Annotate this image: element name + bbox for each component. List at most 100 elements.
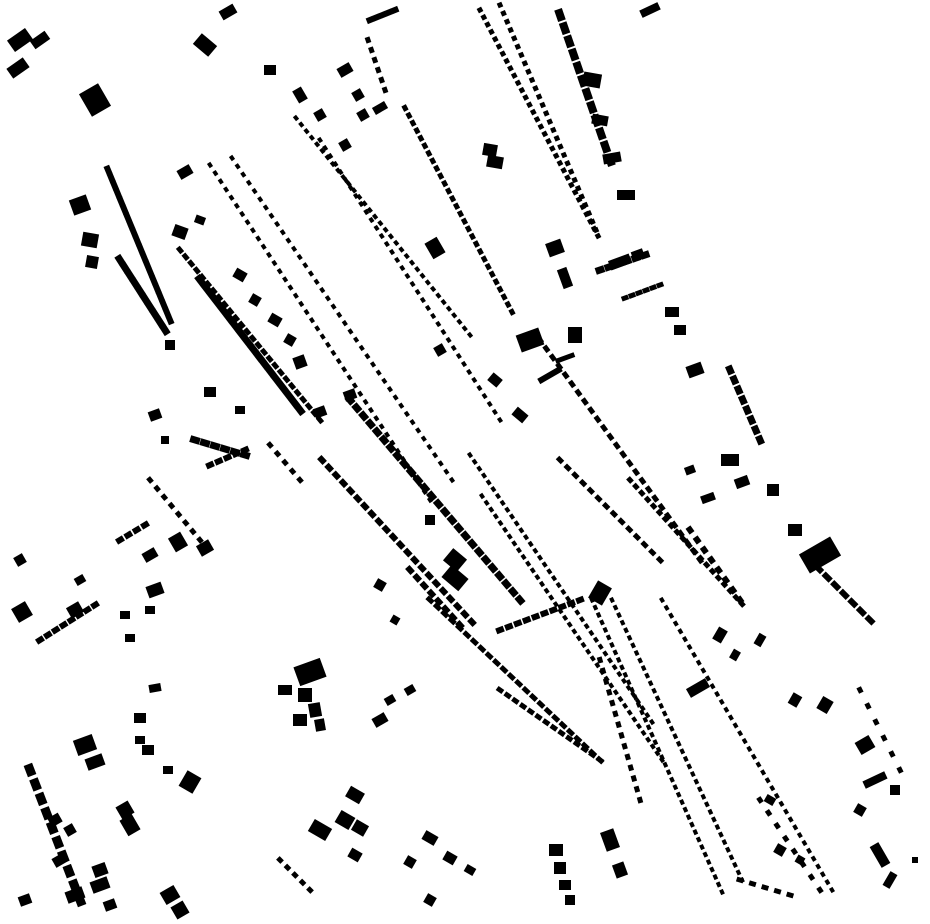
building-footprint — [635, 701, 642, 708]
building-footprint — [73, 574, 87, 586]
building-footprint — [691, 651, 698, 659]
building-footprint — [552, 152, 560, 160]
building-footprint — [471, 458, 478, 466]
building-footprint — [317, 455, 327, 465]
building-footprint — [262, 204, 269, 211]
building-footprint — [597, 643, 604, 650]
building-footprint — [648, 548, 657, 557]
building-footprint — [508, 513, 516, 520]
building-footprint — [371, 213, 379, 220]
building-footprint — [592, 636, 600, 644]
building-footprint — [543, 587, 550, 594]
building-footprint — [338, 478, 349, 489]
building-footprint — [456, 318, 463, 326]
building-footprint — [534, 712, 543, 721]
building-footprint — [389, 614, 401, 626]
building-footprint — [440, 328, 447, 336]
building-footprint — [342, 176, 349, 184]
building-footprint — [552, 601, 559, 608]
building-footprint — [617, 190, 635, 200]
building-footprint — [563, 463, 572, 472]
building-footprint — [708, 567, 717, 576]
building-footprint — [364, 418, 376, 430]
building-footprint — [564, 160, 571, 167]
building-footprint — [511, 540, 518, 547]
building-footprint — [126, 219, 136, 231]
building-footprint — [526, 707, 536, 716]
building-footprint — [459, 609, 470, 620]
building-footprint — [606, 688, 613, 696]
building-footprint — [595, 126, 607, 141]
building-footprint — [251, 187, 258, 195]
building-footprint — [460, 217, 469, 226]
building-footprint — [464, 225, 473, 233]
building-footprint — [522, 94, 530, 101]
building-footprint — [243, 327, 252, 336]
building-footprint — [733, 384, 744, 396]
building-footprint — [247, 342, 259, 355]
building-footprint — [116, 196, 126, 207]
building-footprint — [303, 127, 310, 135]
building-footprint — [518, 702, 528, 711]
building-footprint — [196, 536, 204, 544]
building-footprint — [364, 352, 371, 360]
building-footprint — [363, 208, 370, 216]
building-footprint — [298, 121, 305, 128]
building-footprint — [672, 784, 679, 791]
building-footprint — [649, 743, 656, 750]
building-footprint — [549, 844, 563, 856]
building-footprint — [763, 794, 777, 806]
building-footprint — [268, 212, 275, 219]
building-footprint — [334, 809, 356, 831]
building-footprint — [174, 510, 183, 519]
building-footprint — [319, 333, 326, 340]
building-footprint — [249, 227, 256, 234]
building-footprint — [158, 298, 168, 310]
building-footprint — [6, 27, 34, 53]
building-footprint — [313, 278, 320, 286]
building-footprint — [443, 468, 450, 475]
building-footprint — [110, 180, 120, 192]
building-footprint — [308, 134, 315, 141]
building-footprint — [760, 769, 767, 776]
building-footprint — [572, 60, 584, 75]
building-footprint — [147, 408, 163, 422]
building-footprint — [592, 604, 599, 611]
building-footprint — [486, 400, 493, 408]
building-footprint — [767, 484, 779, 496]
building-footprint — [417, 563, 427, 573]
building-footprint — [529, 108, 537, 116]
building-footprint — [504, 506, 511, 513]
building-footprint — [593, 414, 602, 424]
building-footprint — [142, 259, 152, 271]
building-footprint — [383, 694, 397, 706]
building-footprint — [429, 285, 437, 293]
building-footprint — [119, 261, 131, 274]
building-footprint — [371, 712, 389, 728]
building-footprint — [313, 141, 321, 148]
building-footprint — [425, 515, 435, 525]
building-footprint — [239, 210, 246, 218]
building-footprint — [769, 784, 776, 792]
building-footprint — [640, 729, 647, 737]
building-footprint — [514, 79, 522, 87]
building-footprint — [686, 763, 693, 770]
building-footprint — [487, 562, 499, 574]
building-footprint — [255, 235, 262, 242]
building-footprint — [667, 521, 676, 530]
building-footprint — [580, 397, 589, 406]
building-footprint — [80, 231, 100, 249]
building-footprint — [847, 597, 859, 609]
building-footprint — [447, 612, 458, 623]
building-footprint — [209, 286, 218, 296]
building-footprint — [146, 476, 154, 484]
building-footprint — [51, 835, 65, 850]
building-footprint — [612, 441, 621, 450]
building-footprint — [661, 515, 670, 524]
building-footprint — [115, 535, 125, 545]
building-footprint — [565, 895, 575, 905]
building-footprint — [307, 702, 323, 718]
building-footprint — [506, 671, 516, 682]
building-footprint — [347, 184, 354, 192]
building-footprint — [90, 600, 100, 610]
